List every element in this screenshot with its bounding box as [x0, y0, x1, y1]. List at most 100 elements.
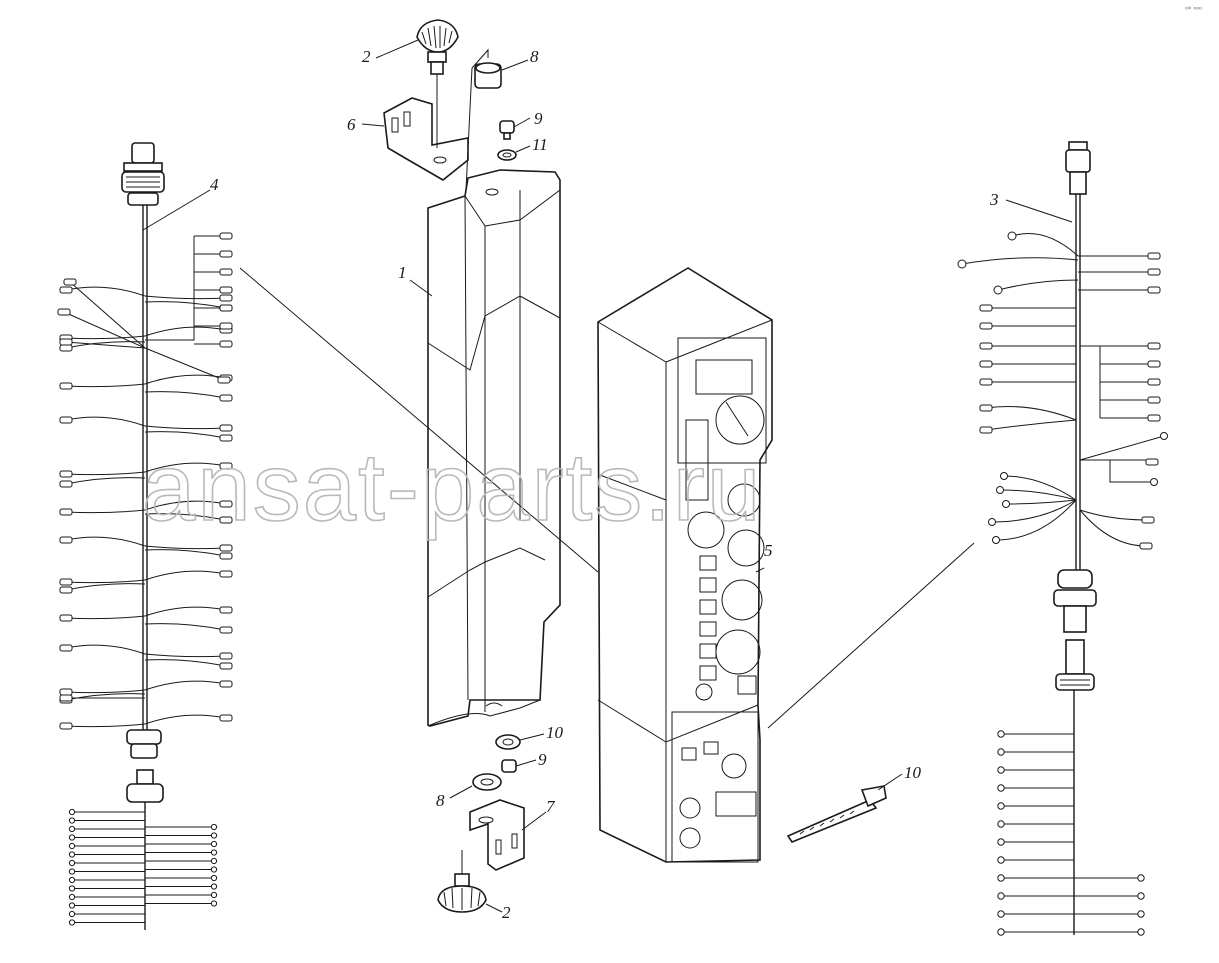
washer-10: 10 — [495, 723, 564, 750]
leader-line-3-to-panel — [767, 542, 975, 729]
harness-wire — [144, 623, 227, 631]
wire-terminal — [1147, 268, 1161, 276]
harness-right-branches — [957, 231, 1168, 550]
harness-wire — [144, 513, 227, 521]
wire-terminal — [219, 340, 233, 348]
lead-terminal — [1137, 874, 1145, 882]
wire-terminal — [1147, 286, 1161, 294]
harness-wire — [65, 335, 146, 340]
wire-terminal — [979, 426, 993, 434]
harness-wire — [144, 549, 227, 557]
screw-9-bottom: 9 — [501, 750, 547, 773]
wire-terminal — [219, 680, 233, 688]
wire-terminal — [59, 586, 73, 594]
ring-terminal — [988, 518, 996, 526]
callout-10-washer: 10 — [546, 723, 564, 742]
callout-9-bottom: 9 — [538, 750, 547, 769]
harness-right-lower-connectors — [1053, 569, 1097, 935]
harness-wire — [997, 279, 1079, 291]
wire-terminal — [219, 268, 233, 276]
lead-terminal — [210, 857, 218, 865]
callout-11: 11 — [532, 135, 548, 154]
wire-terminal — [59, 644, 73, 652]
harness-wire — [144, 462, 227, 473]
harness-wire — [961, 257, 1079, 265]
harness-wire — [995, 499, 1077, 541]
lead-terminal — [68, 893, 76, 901]
lead-terminal — [997, 766, 1005, 774]
harness-wire — [69, 281, 146, 349]
wire-terminal — [219, 250, 233, 258]
ring-terminal — [1007, 231, 1017, 241]
wire-terminal — [979, 304, 993, 312]
lead-terminal — [210, 849, 218, 856]
harness-wire — [65, 477, 146, 485]
lead-terminal — [997, 910, 1005, 918]
harness-wire — [65, 416, 146, 427]
wire-terminal — [979, 322, 993, 330]
harness-wire — [1079, 509, 1149, 521]
wire-terminal — [59, 416, 73, 424]
wire-terminal — [1147, 378, 1161, 386]
lead-terminal — [68, 876, 76, 884]
lead-terminal — [210, 883, 218, 890]
wire-terminal — [219, 304, 233, 312]
wire-terminal — [59, 344, 73, 352]
ring-terminal — [992, 536, 1000, 544]
bracket-7-bottom: 7 — [469, 797, 556, 871]
harness-wire — [145, 236, 195, 341]
harness-wire — [144, 545, 227, 550]
harness-wire — [985, 406, 1077, 421]
harness-wire — [65, 693, 146, 701]
lead-terminal — [68, 919, 76, 926]
harness-wire — [1079, 435, 1165, 461]
harness-wire — [144, 714, 227, 725]
harness-wire — [63, 311, 146, 349]
wire-terminal — [219, 552, 233, 560]
harness-wire — [65, 341, 146, 349]
lead-terminal — [997, 730, 1005, 738]
wire-terminal — [979, 360, 993, 368]
lead-terminal — [997, 892, 1005, 900]
lead-terminal — [997, 748, 1005, 756]
lead-terminal — [997, 874, 1005, 882]
leader-line-4-to-panel — [239, 267, 599, 573]
callout-4: 4 — [210, 175, 219, 194]
lead-terminal — [68, 808, 76, 816]
callout-6: 6 — [347, 115, 356, 134]
wire-terminal — [59, 382, 73, 390]
lead-terminal — [1137, 892, 1145, 900]
harness-wire — [144, 606, 227, 617]
wire-terminal — [59, 480, 73, 488]
lead-terminal — [1137, 928, 1145, 936]
wire-terminal — [219, 462, 233, 470]
housing-1: 1 — [398, 169, 561, 727]
wire-terminal — [1147, 396, 1161, 404]
wire-terminal — [219, 232, 233, 240]
callout-3: 3 — [989, 190, 999, 209]
lead-terminal — [68, 842, 76, 850]
guide-line-top — [465, 48, 489, 191]
lead-terminal — [997, 820, 1005, 828]
harness-wire — [144, 295, 227, 300]
wire-terminal — [979, 378, 993, 386]
wire-terminal — [219, 662, 233, 670]
harness-wire — [144, 391, 227, 399]
ring-terminal — [993, 285, 1003, 295]
harness-wire — [65, 583, 146, 591]
lead-terminal — [210, 840, 218, 848]
wire-terminal — [979, 404, 993, 412]
wire-terminal — [219, 626, 233, 634]
lead-terminal — [68, 859, 76, 867]
instrument-panel-5: 5 — [597, 267, 773, 863]
corner-mark: ⁰° ⁰⁰⁰ — [1185, 6, 1202, 14]
screw-9-top: 9 — [499, 109, 543, 140]
harness-wire — [999, 489, 1077, 501]
wire-terminal — [1145, 458, 1159, 466]
ring-terminal — [1002, 500, 1010, 508]
harness-wire — [65, 471, 146, 476]
harness-wire — [144, 374, 227, 385]
lead-terminal — [997, 838, 1005, 846]
wire-terminal — [219, 606, 233, 614]
lead-terminal — [68, 851, 76, 858]
